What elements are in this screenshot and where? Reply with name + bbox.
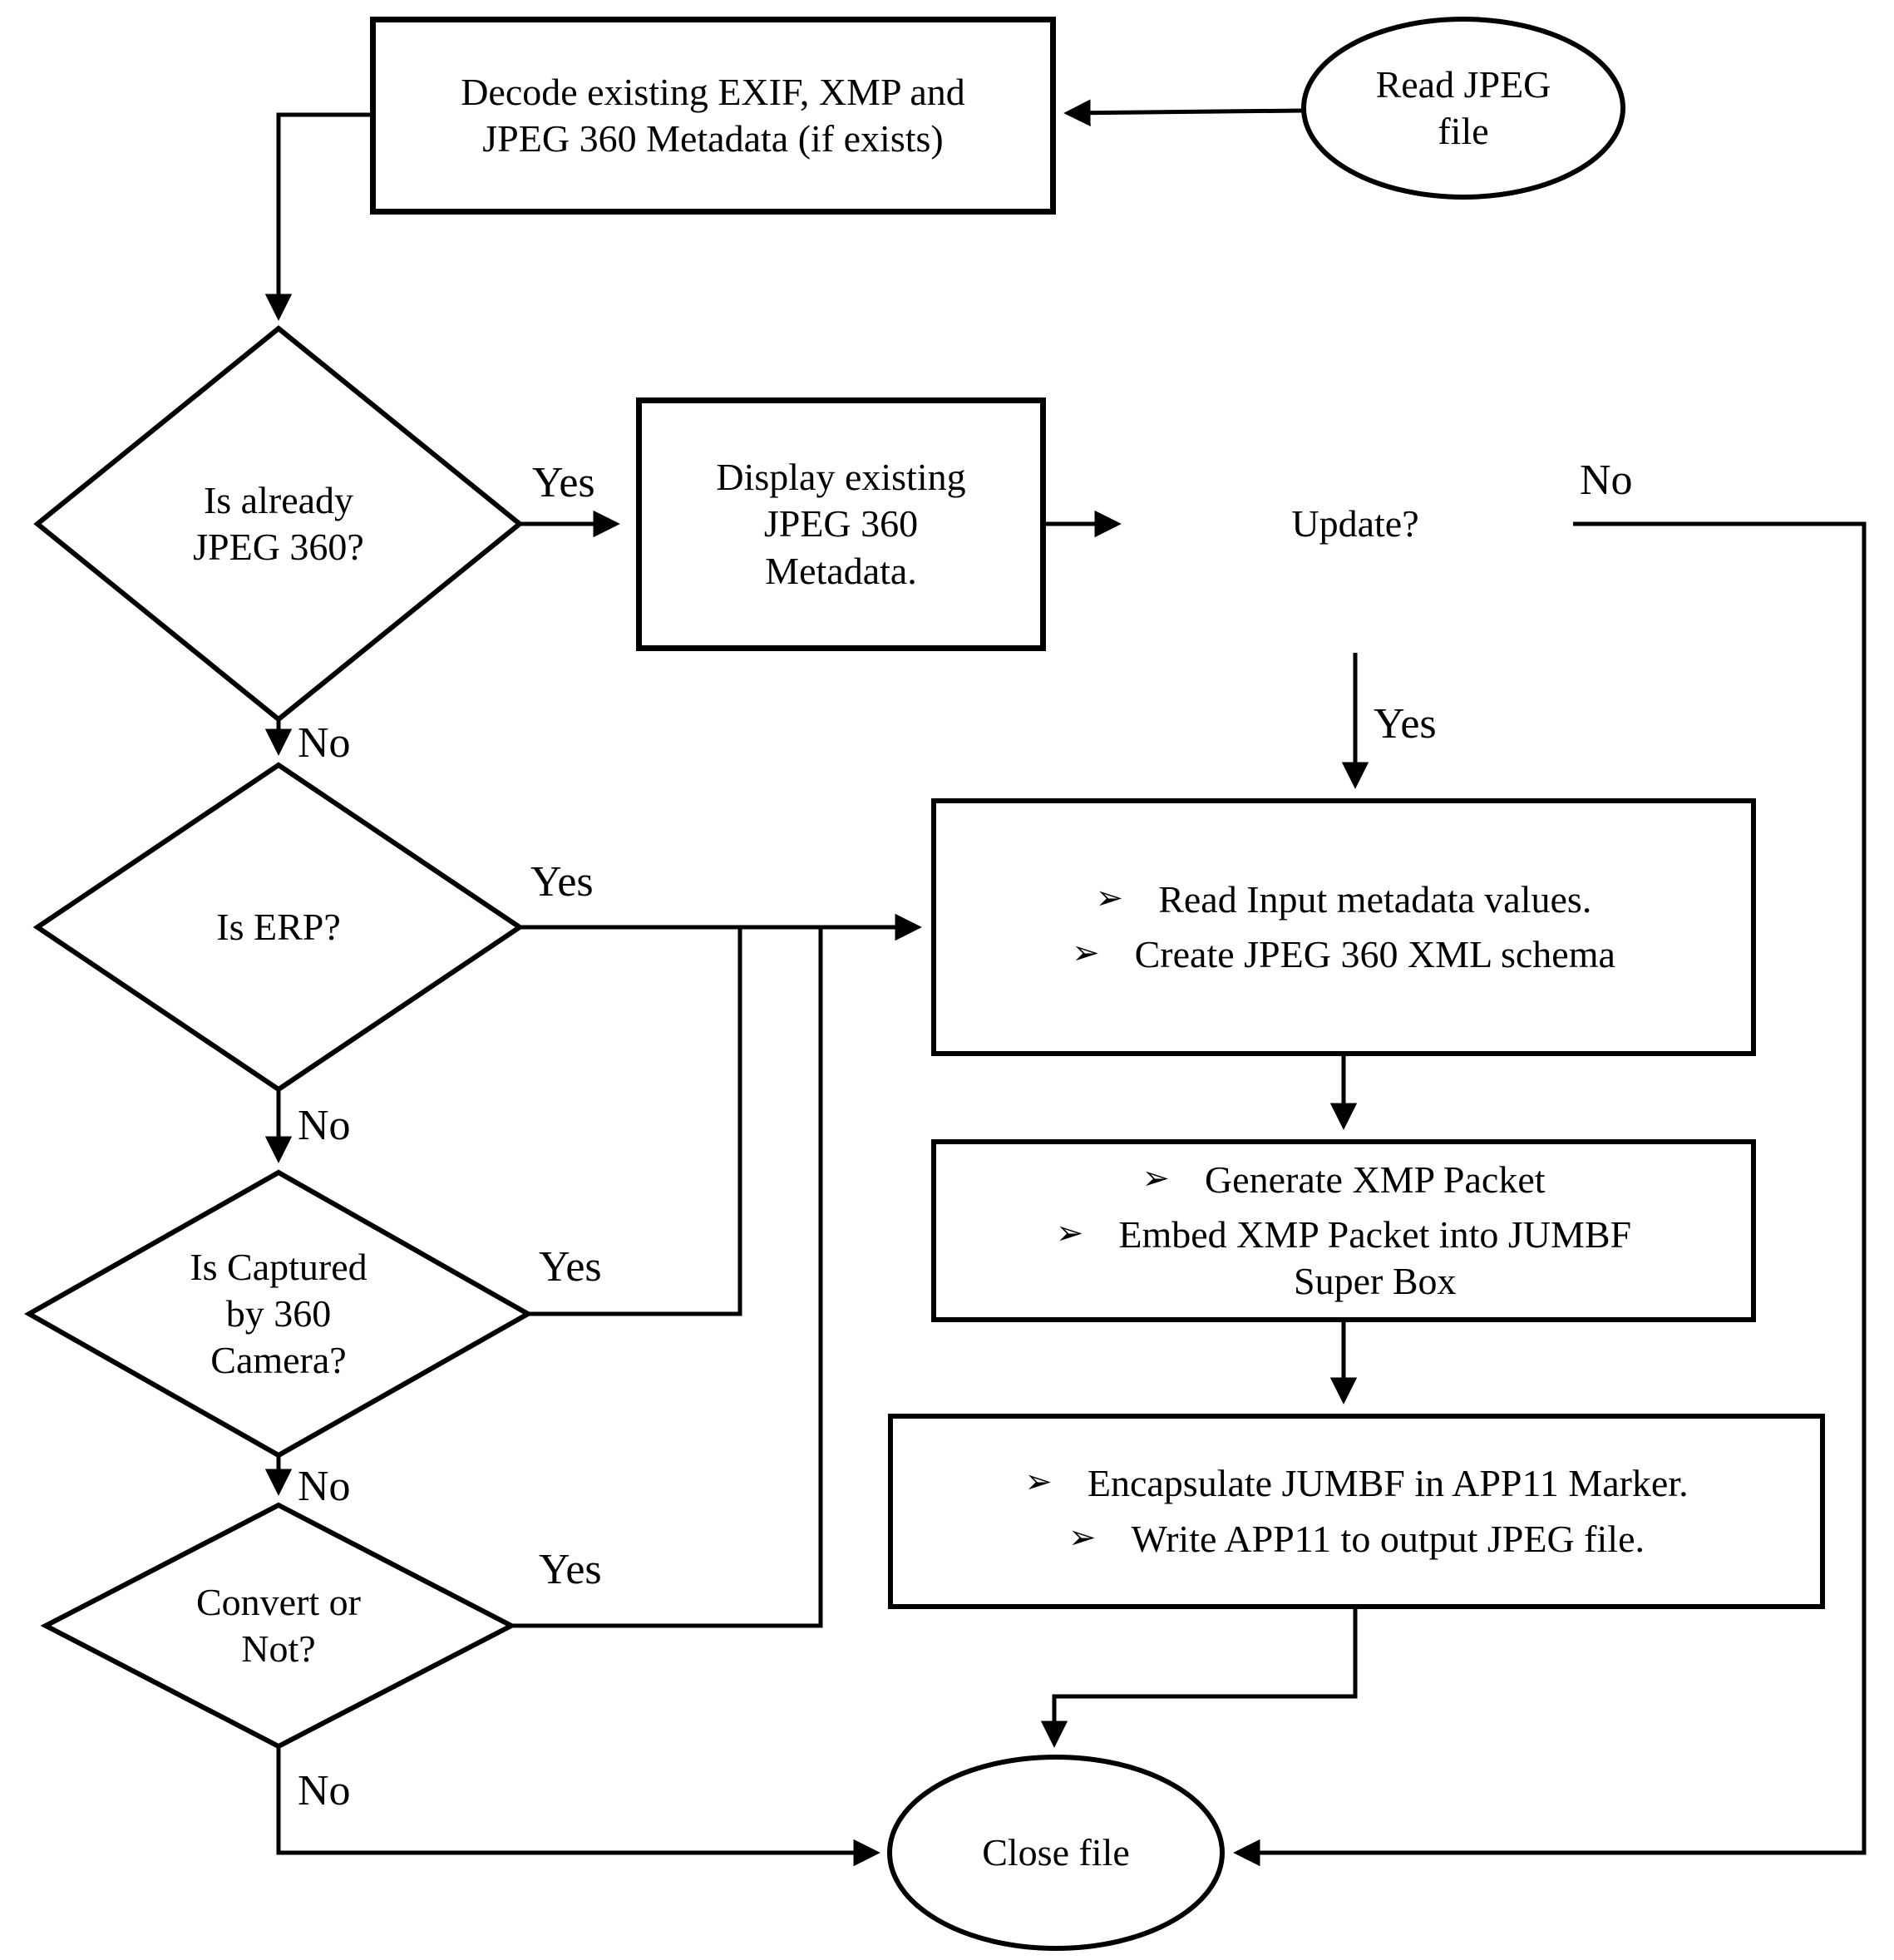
bullet-row: ➢ Write APP11 to output JPEG file.	[1068, 1516, 1645, 1563]
label-update-no: No	[1580, 457, 1633, 504]
bullet-row: ➢ Encapsulate JUMBF in APP11 Marker.	[1024, 1460, 1688, 1507]
decision-convert-or-not	[40, 1502, 517, 1750]
edge-encapsulate-to-closefile	[1040, 1609, 1358, 1748]
bullet-text: Read Input metadata values.	[1158, 877, 1592, 921]
label-isjpeg360-yes: Yes	[532, 459, 595, 506]
bullet-text: Write APP11 to output JPEG file.	[1131, 1517, 1645, 1560]
bullet-arrow-icon: ➢	[1024, 1463, 1053, 1502]
label-iserp-yes: Yes	[530, 858, 594, 906]
bullet-text: Embed XMP Packet into JUMBF Super Box	[1118, 1212, 1632, 1303]
terminator-read-jpeg-file	[1301, 17, 1625, 200]
edge-decode-to-isjpeg360	[264, 112, 370, 321]
process-encapsulate-write-app11: ➢ Encapsulate JUMBF in APP11 Marker. ➢ W…	[888, 1414, 1825, 1609]
label-iscaptured-yes: Yes	[539, 1243, 602, 1291]
label-iserp-no: No	[298, 1102, 351, 1149]
process-decode-metadata-label: Decode existing EXIF, XMP and JPEG 360 M…	[461, 70, 965, 160]
process-read-input-create-schema: ➢ Read Input metadata values. ➢ Create J…	[931, 798, 1756, 1056]
bullet-arrow-icon: ➢	[1055, 1213, 1084, 1252]
bullet-row: ➢ Read Input metadata values.	[1096, 876, 1592, 923]
process-generate-embed-xmp: ➢ Generate XMP Packet ➢ Embed XMP Packet…	[931, 1139, 1756, 1322]
label-convert-yes: Yes	[539, 1546, 602, 1593]
edge-readfile-to-decode	[1063, 99, 1303, 126]
bullet-arrow-icon: ➢	[1068, 1518, 1097, 1557]
bullet-text: Create JPEG 360 XML schema	[1134, 933, 1615, 975]
bullet-row: ➢ Create JPEG 360 XML schema	[1072, 931, 1615, 978]
bullet-text: Encapsulate JUMBF in APP11 Marker.	[1087, 1462, 1689, 1505]
process-display-existing-metadata: Display existing JPEG 360 Metadata.	[636, 397, 1046, 651]
bullet-arrow-icon: ➢	[1142, 1158, 1170, 1197]
terminator-close-file	[887, 1755, 1225, 1951]
bullet-row: ➢ Generate XMP Packet	[1142, 1157, 1545, 1203]
bullet-row: ➢ Embed XMP Packet into JUMBF Super Box	[1056, 1212, 1631, 1305]
decision-is-captured-by-360-camera	[23, 1169, 534, 1459]
bullet-arrow-icon: ➢	[1095, 878, 1124, 917]
bullet-text: Generate XMP Packet	[1204, 1158, 1546, 1201]
edge-convert-no-to-closefile	[276, 1746, 880, 1867]
label-convert-no: No	[298, 1767, 351, 1814]
label-isjpeg360-no: No	[298, 719, 351, 767]
decision-is-already-jpeg360	[33, 325, 524, 723]
edge-iscaptured-yes-merge	[528, 927, 742, 1316]
process-display-existing-metadata-label: Display existing JPEG 360 Metadata.	[716, 456, 966, 592]
edge-update-no-to-closefile	[1233, 521, 1867, 1867]
label-update-yes: Yes	[1374, 700, 1437, 748]
process-decode-metadata: Decode existing EXIF, XMP and JPEG 360 M…	[370, 17, 1056, 215]
edge-convert-yes-merge	[511, 927, 823, 1628]
decision-is-erp	[32, 762, 525, 1093]
label-iscaptured-no: No	[298, 1463, 351, 1510]
bullet-arrow-icon: ➢	[1072, 934, 1100, 972]
